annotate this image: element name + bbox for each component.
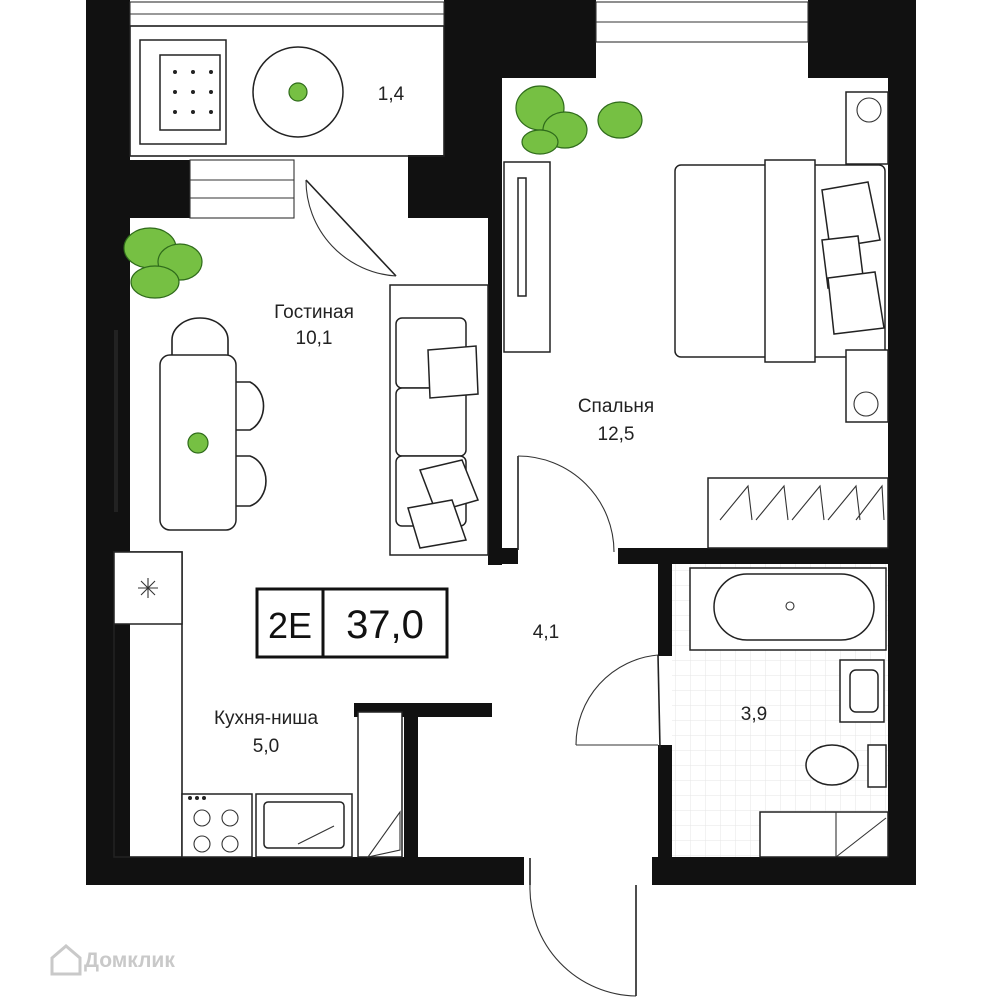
chair-icon bbox=[236, 381, 265, 431]
apartment-badge: 2E 37,0 bbox=[255, 587, 449, 659]
hall: 4,1 bbox=[357, 622, 637, 997]
monstera-plant-icon bbox=[123, 227, 203, 299]
room-area-bedroom: 12,5 bbox=[598, 424, 635, 445]
sink-icon bbox=[839, 659, 885, 723]
kitchen-sink-icon bbox=[255, 793, 353, 858]
wardrobe-icon bbox=[503, 161, 551, 353]
watermark-text: Домклик bbox=[84, 949, 175, 972]
room-area-balcony: 1,4 bbox=[378, 84, 405, 105]
sofa-icon bbox=[389, 284, 489, 556]
clothes-rack-icon bbox=[707, 477, 889, 549]
kitchen-niche: Кухня-ниша 5,0 bbox=[113, 551, 353, 858]
nightstand-icon bbox=[845, 91, 889, 423]
pillow-icon bbox=[418, 459, 480, 513]
total-area: 37,0 bbox=[346, 603, 424, 647]
pillow-icon bbox=[427, 345, 479, 399]
room-area-living: 10,1 bbox=[296, 328, 333, 349]
door-swing bbox=[517, 455, 615, 553]
bathroom: 3,9 bbox=[575, 564, 889, 858]
radiator bbox=[114, 330, 118, 512]
room-name-kitchen: Кухня-ниша bbox=[214, 708, 319, 729]
closet-icon bbox=[357, 711, 403, 858]
watermark: Домклик bbox=[50, 944, 175, 976]
pillow-icon bbox=[407, 499, 468, 549]
snowflake-icon bbox=[138, 578, 158, 598]
living-room: Гостиная 10,1 bbox=[114, 179, 489, 556]
bed-icon bbox=[674, 159, 886, 363]
room-area-hall: 4,1 bbox=[533, 622, 559, 643]
chair-icon bbox=[171, 317, 229, 355]
bathtub-icon bbox=[689, 567, 887, 651]
door-swing bbox=[305, 179, 397, 277]
house-logo-icon bbox=[50, 944, 82, 976]
apartment-type: 2E bbox=[268, 605, 312, 646]
balcony bbox=[129, 25, 445, 157]
pillow-icon bbox=[827, 271, 885, 335]
walls bbox=[86, 0, 916, 885]
windows bbox=[129, 1, 809, 219]
cabinet-icon bbox=[759, 811, 889, 858]
chair-icon bbox=[236, 455, 267, 507]
pillow-icon bbox=[821, 181, 881, 249]
stove-icon bbox=[181, 793, 253, 858]
room-name-bedroom: Спальня bbox=[578, 396, 654, 417]
toilet-icon bbox=[805, 744, 887, 788]
room-area-kitchen: 5,0 bbox=[253, 736, 279, 757]
plant-icon bbox=[515, 85, 643, 155]
entrance-door-swing bbox=[529, 884, 637, 997]
plant-icon bbox=[288, 82, 308, 102]
plant-icon bbox=[187, 432, 209, 454]
bedroom: Спальня 12,5 bbox=[503, 85, 889, 553]
room-area-bathroom: 3,9 bbox=[741, 704, 767, 725]
room-name-living: Гостиная bbox=[274, 302, 354, 323]
door-swing bbox=[575, 654, 659, 746]
